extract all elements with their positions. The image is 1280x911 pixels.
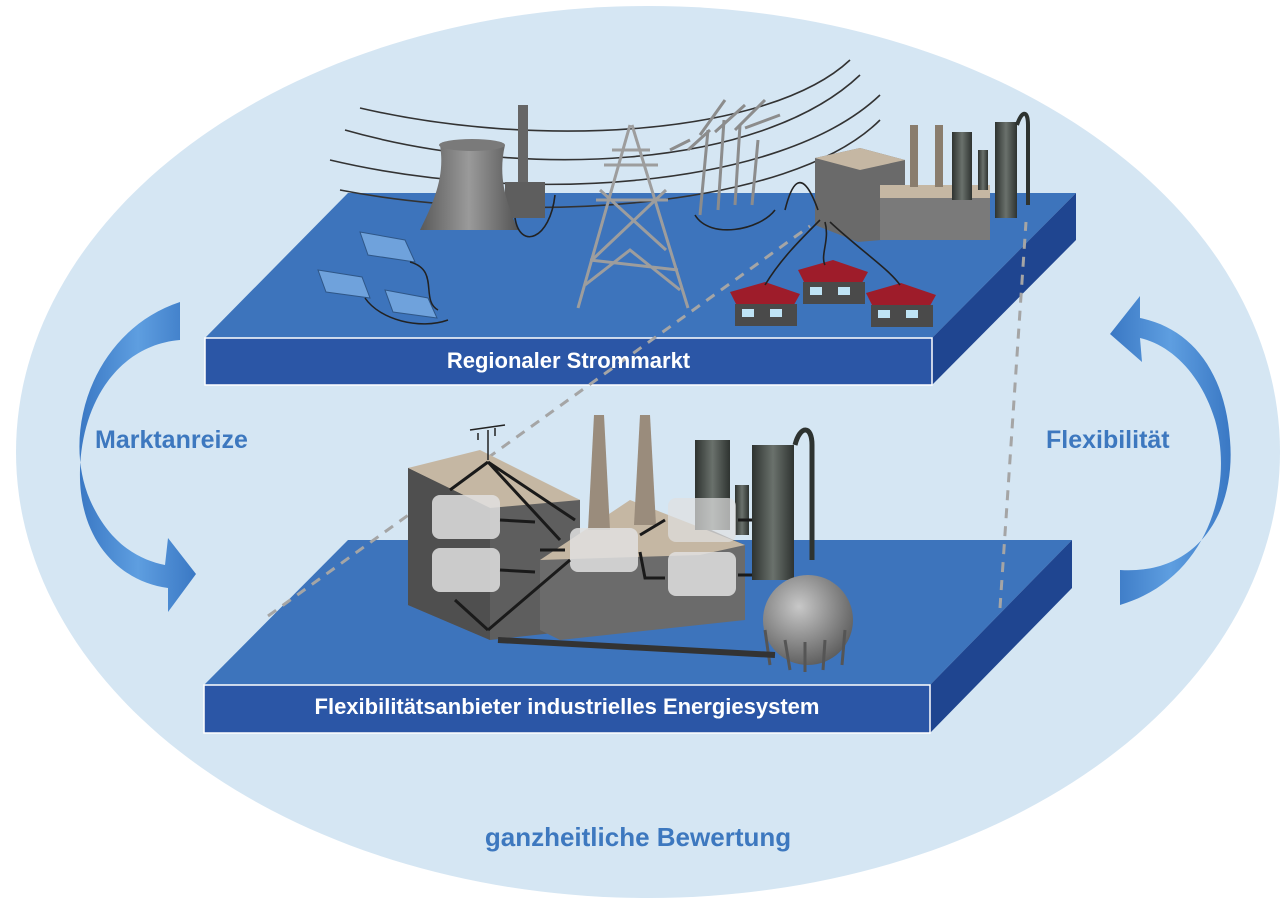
marktanreize-arrow xyxy=(79,302,196,612)
antenna-icon xyxy=(469,424,506,460)
dashed-link-left xyxy=(267,224,811,618)
cooling-tower-icon xyxy=(420,105,545,230)
bottom-label: ganzheitliche Bewertung xyxy=(484,822,792,852)
industrial-plant-icon xyxy=(408,415,815,640)
lower-platform-label: Flexibilitätsanbieter industrielles Ener… xyxy=(314,694,820,719)
right-label: Flexibilität xyxy=(1046,426,1170,454)
house-icon xyxy=(730,260,936,327)
grid-cables xyxy=(514,182,901,286)
upper-platform-label: Regionaler Strommarkt xyxy=(446,348,691,373)
energy-flow-arrows xyxy=(449,460,752,632)
solar-panel-icon xyxy=(317,231,449,325)
factory-icon xyxy=(815,111,1030,242)
flexibilitaet-arrow xyxy=(1110,296,1231,605)
wind-turbine-icon xyxy=(669,98,781,216)
pylon-icon xyxy=(576,124,690,309)
pipe-icon xyxy=(497,637,776,658)
power-lines xyxy=(329,59,881,209)
left-label: Marktanreize xyxy=(95,426,248,454)
spherical-tank-icon xyxy=(763,575,853,672)
